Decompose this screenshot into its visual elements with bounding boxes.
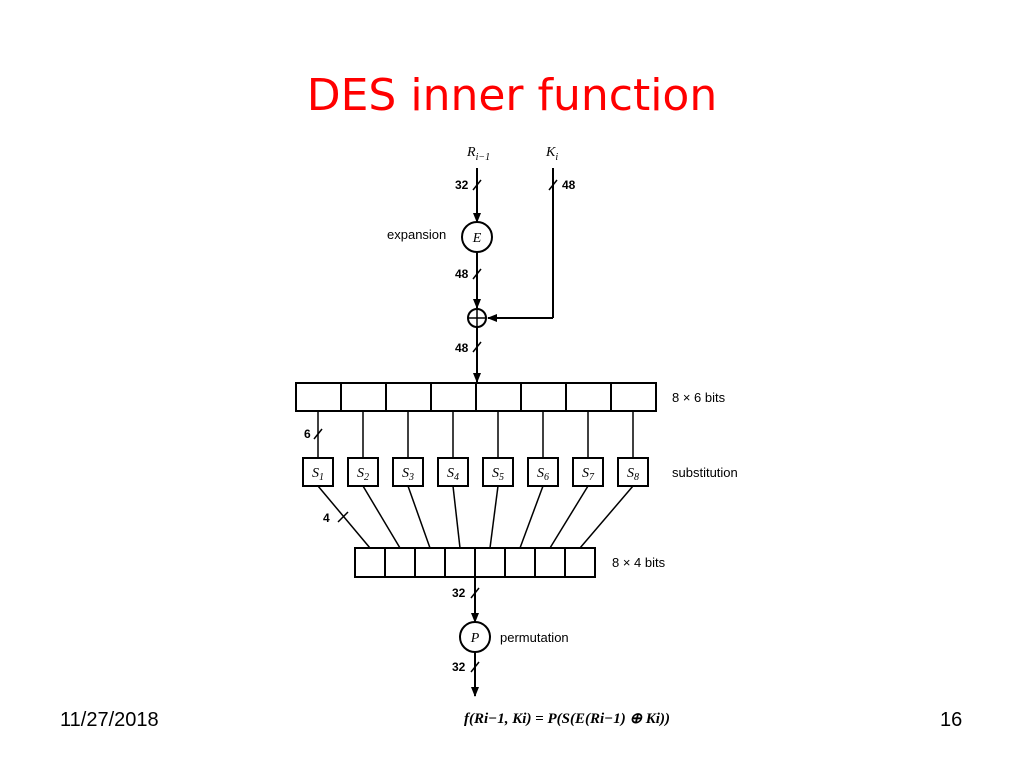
svg-text:S3: S3 xyxy=(402,466,414,483)
lower-register-label: 8 × 4 bits xyxy=(612,555,666,570)
svg-text:S8: S8 xyxy=(627,466,639,483)
svg-text:S2: S2 xyxy=(357,466,369,483)
sbox-row: S1 S2 S3 S4 S5 S6 S7 S8 xyxy=(302,457,649,487)
bitwidth-k-in: 48 xyxy=(562,178,576,192)
expansion-symbol: E xyxy=(472,231,482,246)
input-r-label: Ri−1 xyxy=(466,145,490,163)
bitwidth-slash xyxy=(472,179,482,191)
sbox-6: S6 xyxy=(527,457,559,487)
bitwidth-slash xyxy=(472,341,482,353)
sbox-1: S1 xyxy=(302,457,334,487)
permutation-label: permutation xyxy=(500,630,569,645)
svg-text:S1: S1 xyxy=(312,466,324,483)
upper-register xyxy=(295,382,657,412)
bitwidth-slash xyxy=(470,661,480,673)
register-to-sbox-lines xyxy=(317,411,634,458)
permutation-symbol: P xyxy=(470,631,480,646)
bitwidth-sbox-out: 4 xyxy=(323,511,330,525)
svg-text:S5: S5 xyxy=(492,466,504,483)
svg-text:S7: S7 xyxy=(582,466,595,483)
function-formula: f(Ri−1, Ki) = P(S(E(Ri−1) ⊕ Ki)) xyxy=(464,711,670,727)
upper-register-label: 8 × 6 bits xyxy=(672,390,726,405)
bitwidth-after-xor: 48 xyxy=(455,341,469,355)
bitwidth-sbox-in: 6 xyxy=(304,427,311,441)
lower-register xyxy=(354,547,596,578)
svg-text:S6: S6 xyxy=(537,466,549,483)
sbox-8: S8 xyxy=(617,457,649,487)
sbox-to-register-lines xyxy=(317,485,634,549)
svg-text:S4: S4 xyxy=(447,466,459,483)
footer-date: 11/27/2018 xyxy=(60,709,159,731)
sbox-2: S2 xyxy=(347,457,379,487)
sbox-label: substitution xyxy=(672,465,738,480)
footer-page-number: 16 xyxy=(940,709,963,731)
input-k-label: Ki xyxy=(545,145,558,163)
bitwidth-p-in: 32 xyxy=(452,586,466,600)
sbox-4: S4 xyxy=(437,457,469,487)
sbox-3: S3 xyxy=(392,457,424,487)
slide-title: DES inner function xyxy=(306,70,718,121)
bitwidth-slash xyxy=(470,587,480,599)
bitwidth-after-e: 48 xyxy=(455,267,469,281)
sbox-5: S5 xyxy=(482,457,514,487)
expansion-label: expansion xyxy=(387,227,446,242)
bitwidth-slash xyxy=(472,268,482,280)
bitwidth-slash xyxy=(337,511,349,523)
bitwidth-p-out: 32 xyxy=(452,660,466,674)
bitwidth-slash xyxy=(548,179,558,191)
bitwidth-r-in: 32 xyxy=(455,178,469,192)
sbox-7: S7 xyxy=(572,457,604,487)
bitwidth-slash xyxy=(313,428,323,440)
